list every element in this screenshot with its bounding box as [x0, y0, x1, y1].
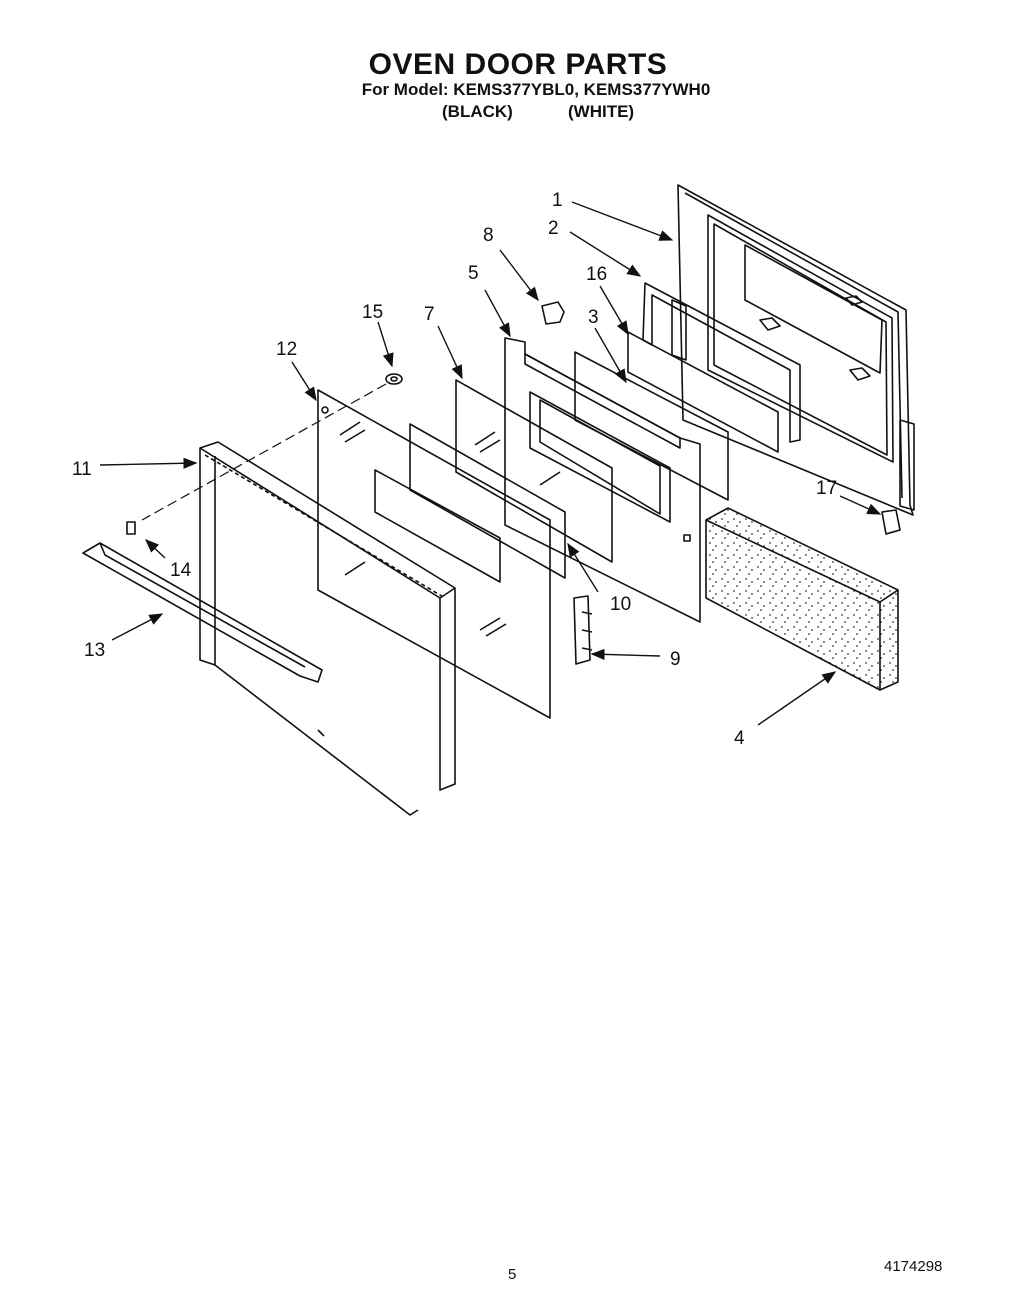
part-16-insulation-sheet: [627, 331, 779, 453]
callout-10: 10: [610, 594, 631, 615]
assembly-line: [141, 383, 387, 521]
callout-13: 13: [84, 640, 105, 661]
variant-white-label: (WHITE): [568, 102, 635, 121]
callout-7: 7: [424, 304, 435, 325]
model-line: For Model: KEMS377YBL0, KEMS377YWH0: [361, 80, 711, 99]
part-5-inner-glass-frame: [504, 337, 701, 623]
callout-17: 17: [816, 478, 837, 499]
variant-black-label: (BLACK): [442, 102, 513, 121]
callout-1: 1: [552, 190, 563, 211]
part-1-inner-door-panel: [677, 184, 915, 516]
callout-15: 15: [362, 302, 383, 323]
callout-3: 3: [588, 307, 599, 328]
part-8-clip: [541, 301, 565, 325]
part-13-handle: [82, 542, 323, 683]
part-3-liner: [574, 351, 729, 501]
leader-lines: [99, 201, 882, 726]
callout-8: 8: [483, 225, 494, 246]
part-14-screw: [126, 521, 136, 535]
callout-14: 14: [170, 560, 192, 581]
callout-16: 16: [586, 264, 607, 285]
part-2-gasket: [642, 282, 801, 443]
callout-4: 4: [734, 728, 745, 749]
callout-12: 12: [276, 339, 297, 360]
part-7-glass-panel: [455, 379, 613, 563]
callout-9: 9: [670, 649, 681, 670]
part-10-spacer-glass: [409, 423, 566, 579]
callout-2: 2: [548, 218, 559, 239]
part-9-bracket: [573, 595, 593, 665]
part-4-insulation-block: [705, 507, 899, 691]
callout-11: 11: [72, 459, 92, 480]
page-number: 5: [508, 1266, 517, 1283]
part-11-outer-door-frame: [199, 441, 456, 816]
part-17-hinge-receiver: [881, 509, 901, 535]
page-title: OVEN DOOR PARTS: [368, 48, 668, 81]
part-12-outer-glass: [317, 389, 551, 719]
document-number: 4174298: [884, 1258, 943, 1275]
part-15-bumper: [385, 373, 403, 385]
callout-5: 5: [468, 263, 479, 284]
